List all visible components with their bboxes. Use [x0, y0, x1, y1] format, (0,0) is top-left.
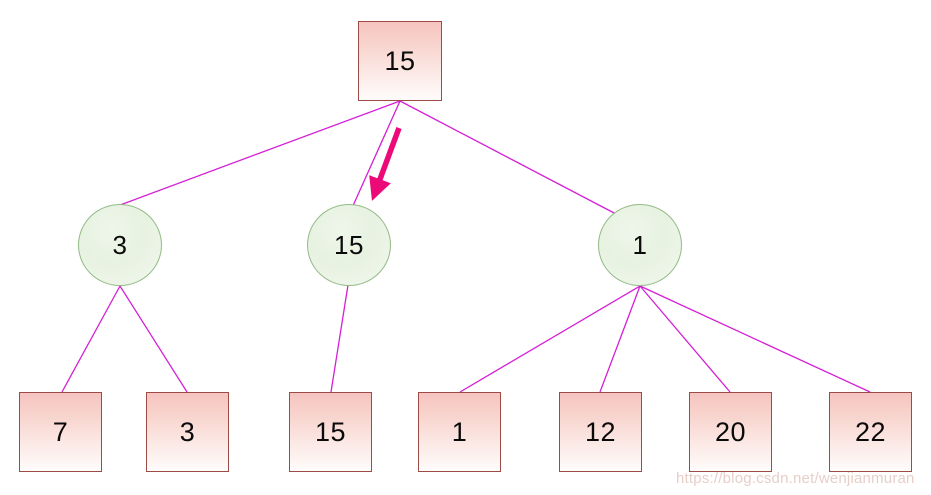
tree-node-root[interactable]: 15: [358, 21, 442, 101]
tree-node-label: 20: [714, 416, 747, 447]
tree-node-leaf5[interactable]: 12: [559, 392, 642, 472]
tree-edge: [459, 285, 641, 393]
tree-node-b1[interactable]: 3: [78, 204, 162, 286]
tree-edge: [399, 100, 617, 215]
tree-edge: [119, 100, 401, 206]
tree-node-leaf2[interactable]: 3: [146, 392, 229, 472]
tree-node-label: 15: [314, 416, 347, 447]
tree-node-label: 15: [384, 45, 416, 76]
watermark-text: https://blog.csdn.net/wenjianmuran: [676, 470, 915, 487]
tree-edge: [599, 285, 641, 393]
tree-edges: [61, 100, 871, 393]
tree-node-b2[interactable]: 15: [307, 204, 391, 286]
tree-node-leaf4[interactable]: 1: [418, 392, 501, 472]
tree-node-label: 12: [584, 416, 617, 447]
tree-node-leaf1[interactable]: 7: [19, 392, 102, 472]
tree-node-label: 3: [112, 230, 128, 260]
tree-node-leaf3[interactable]: 15: [289, 392, 372, 472]
tree-node-b3[interactable]: 1: [598, 204, 682, 286]
tree-edge: [639, 285, 731, 393]
pointer-arrow: [369, 127, 402, 201]
tree-edge: [330, 284, 349, 393]
tree-node-label: 1: [451, 416, 468, 447]
tree-node-leaf7[interactable]: 22: [829, 392, 912, 472]
tree-node-label: 7: [52, 416, 69, 447]
tree-node-label: 1: [632, 230, 648, 260]
tree-edge: [351, 100, 401, 209]
tree-edge: [119, 285, 188, 393]
tree-node-label: 15: [334, 230, 364, 260]
tree-node-leaf6[interactable]: 20: [689, 392, 772, 472]
tree-node-label: 3: [179, 416, 196, 447]
tree-edge: [61, 285, 121, 393]
tree-node-label: 22: [854, 416, 887, 447]
tree-edge: [639, 285, 871, 393]
